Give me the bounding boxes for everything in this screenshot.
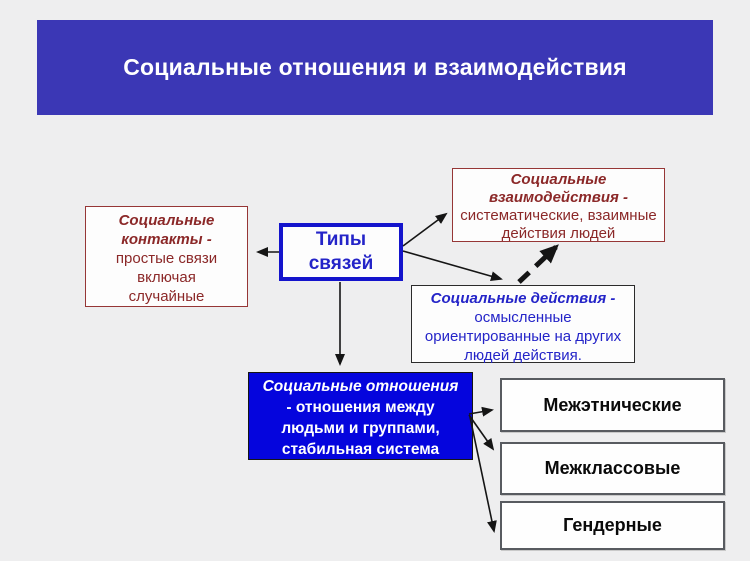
node-social-contacts: Социальные контакты - простые связи вклю…: [85, 206, 248, 307]
arrow-types-to-actions: [402, 250, 503, 282]
node-social-interactions-heading: Социальные взаимодействия -: [489, 171, 628, 206]
arrow-relations-to-gender: [469, 416, 497, 533]
node-interethnic: Межэтнические: [500, 378, 725, 432]
node-social-interactions: Социальные взаимодействия - систематичес…: [452, 168, 665, 242]
node-social-actions: Социальные действия - осмысленные ориент…: [411, 285, 635, 364]
node-connection-types: Типы связей: [279, 223, 403, 281]
node-social-relations-heading: Социальные отношения: [262, 378, 459, 395]
node-interclass: Межклассовые: [500, 442, 725, 495]
slide-title-banner: Социальные отношения и взаимодействия: [37, 20, 713, 115]
node-gender: Гендерные: [500, 501, 725, 550]
node-social-interactions-body: систематические, взаимные действия людей: [460, 207, 657, 242]
node-interclass-label: Межклассовые: [544, 458, 681, 478]
node-social-actions-heading: Социальные действия -: [430, 290, 616, 307]
node-interethnic-label: Межэтнические: [543, 394, 682, 415]
node-social-contacts-body: простые связи включая случайные: [115, 250, 218, 305]
node-social-actions-body: осмысленные ориентированные на других лю…: [424, 309, 622, 364]
node-connection-types-label: Типы связей: [308, 229, 374, 274]
node-social-relations-body: - отношения между людьми и группами, ста…: [281, 399, 440, 458]
node-social-relations: Социальные отношения - отношения между л…: [248, 372, 473, 460]
slide-title: Социальные отношения и взаимодействия: [123, 54, 627, 80]
node-gender-label: Гендерные: [563, 515, 662, 535]
node-social-contacts-heading: Социальные контакты -: [118, 212, 215, 248]
arrow-types-to-interactions: [402, 212, 448, 247]
arrow-actions-to-interactions: [517, 244, 559, 284]
